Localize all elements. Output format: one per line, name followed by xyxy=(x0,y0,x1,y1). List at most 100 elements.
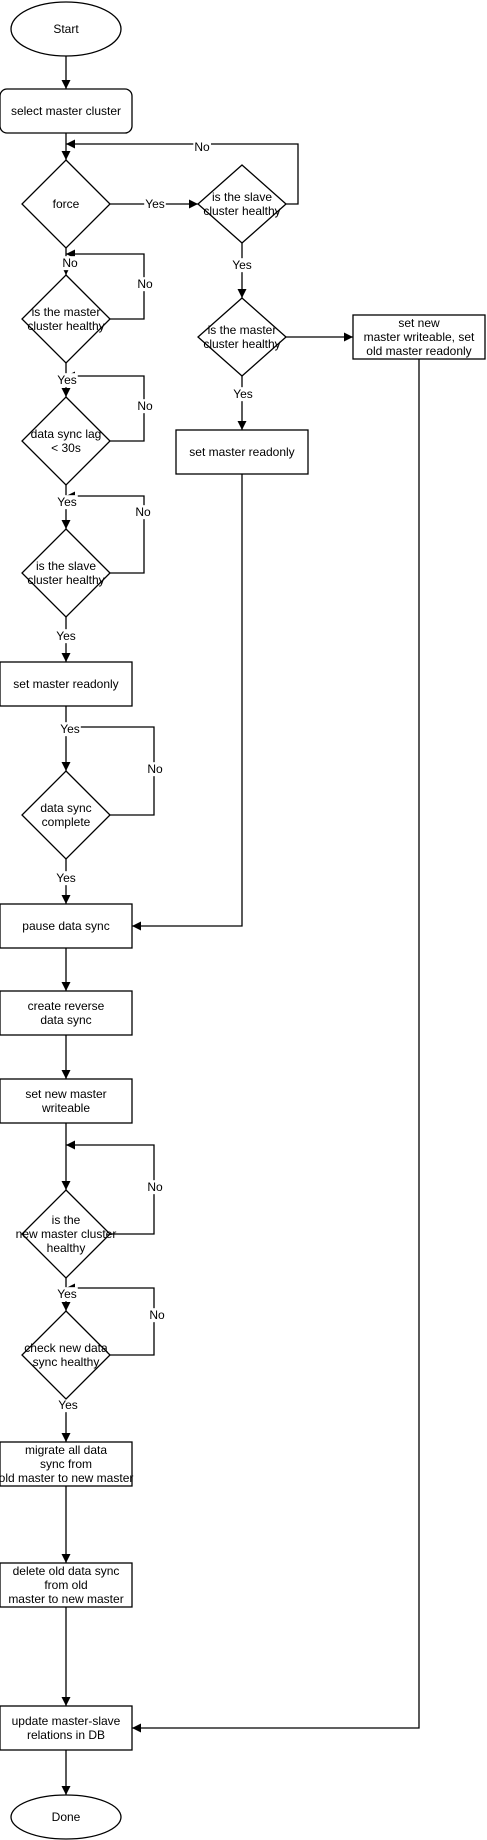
arrowhead xyxy=(61,982,71,991)
edge-label-background xyxy=(57,1398,79,1413)
node-set-master-readonly-1: set master readonly xyxy=(0,661,133,707)
arrowhead xyxy=(237,289,247,298)
process-shape xyxy=(0,1441,133,1487)
arrowhead xyxy=(61,151,71,160)
edge-label-background xyxy=(144,197,166,212)
node-label: set master readonly xyxy=(189,445,294,459)
edge-label-no: No xyxy=(134,505,152,520)
edge-line xyxy=(66,143,299,205)
edge-label-no: No xyxy=(146,1180,164,1195)
edge-label-text: Yes xyxy=(57,373,77,387)
edge-label-background xyxy=(134,505,152,520)
terminal-shape xyxy=(10,1794,122,1840)
edge-label-no: No xyxy=(136,399,154,414)
edge-label-no: No xyxy=(136,277,154,292)
edge-line xyxy=(132,474,243,927)
edge-set_new_master_writeable_old_readonly-to-update_relations xyxy=(132,359,420,1733)
edge-label-no: No xyxy=(61,256,79,271)
decision-shape xyxy=(21,396,111,486)
arrowhead xyxy=(61,1786,71,1795)
edge-label-no: No xyxy=(146,762,164,777)
edge-label-text: Yes xyxy=(56,629,76,643)
decision-shape xyxy=(21,770,111,860)
terminal-shape xyxy=(10,1,122,57)
edge-label-text: No xyxy=(135,505,151,519)
decision-shape xyxy=(21,1189,111,1279)
edge-label-text: Yes xyxy=(233,387,253,401)
edge-label-background xyxy=(232,387,254,402)
decision-shape xyxy=(21,528,111,618)
edge-label-text: No xyxy=(147,1180,163,1194)
edge-set_master_readonly_1-to-data_sync_complete xyxy=(61,706,71,771)
edge-label-background xyxy=(56,1287,78,1302)
process-shape xyxy=(0,903,133,949)
arrowhead xyxy=(61,520,71,529)
node-label: Done xyxy=(52,1810,81,1824)
edge-start-to-select_master_cluster xyxy=(61,56,71,89)
edge-label-yes: Yes xyxy=(55,629,77,644)
edge-label-no: No xyxy=(148,1308,166,1323)
node-data-sync-lag: data sync lag< 30s xyxy=(21,396,111,486)
arrowhead xyxy=(61,1302,71,1311)
edge-label-background xyxy=(193,140,211,155)
edge-label-background xyxy=(55,629,77,644)
node-label: pause data sync xyxy=(22,919,109,933)
node-label: set master readonly xyxy=(13,677,118,691)
decision-shape xyxy=(197,164,287,244)
edge-label-background xyxy=(148,1308,166,1323)
edge-label-text: No xyxy=(147,762,163,776)
node-label: force xyxy=(53,197,80,211)
edge-delete_old_data_sync-to-update_relations xyxy=(61,1607,71,1706)
process-shape xyxy=(352,314,486,360)
edge-label-yes: Yes xyxy=(56,1287,78,1302)
arrowhead xyxy=(61,1433,71,1442)
edge-create_reverse_sync-to-set_new_master_writeable xyxy=(61,1035,71,1079)
arrowhead xyxy=(189,199,198,209)
edge-label-text: Yes xyxy=(57,1287,77,1301)
edge-label-yes: Yes xyxy=(231,258,253,273)
edge-label-background xyxy=(56,373,78,388)
edge-label-text: No xyxy=(149,1308,165,1322)
edge-set_master_readonly_2-to-pause_data_sync xyxy=(132,474,243,931)
arrowhead xyxy=(61,653,71,662)
arrowhead xyxy=(237,421,247,430)
arrowhead xyxy=(61,388,71,397)
edge-line xyxy=(66,495,145,574)
process-shape xyxy=(0,661,133,707)
edge-label-text: No xyxy=(137,277,153,291)
edge-label-text: Yes xyxy=(145,197,165,211)
decision-shape xyxy=(21,159,111,249)
edge-label-text: Yes xyxy=(58,1398,78,1412)
edge-label-yes: Yes xyxy=(144,197,166,212)
arrowhead xyxy=(61,1554,71,1563)
edge-line xyxy=(132,359,420,1729)
edge-label-yes: Yes xyxy=(57,1398,79,1413)
node-select-master-cluster: select master cluster xyxy=(0,88,133,134)
arrowhead xyxy=(66,1140,75,1150)
process-shape xyxy=(0,990,133,1036)
edge-label-background xyxy=(56,495,78,510)
edge-is_slave_healthy_2-to-select_master_cluster xyxy=(66,139,299,205)
arrowhead xyxy=(61,80,71,89)
arrowhead xyxy=(61,895,71,904)
arrowhead xyxy=(132,921,141,931)
edge-label-background xyxy=(231,258,253,273)
node-done: Done xyxy=(10,1794,122,1840)
